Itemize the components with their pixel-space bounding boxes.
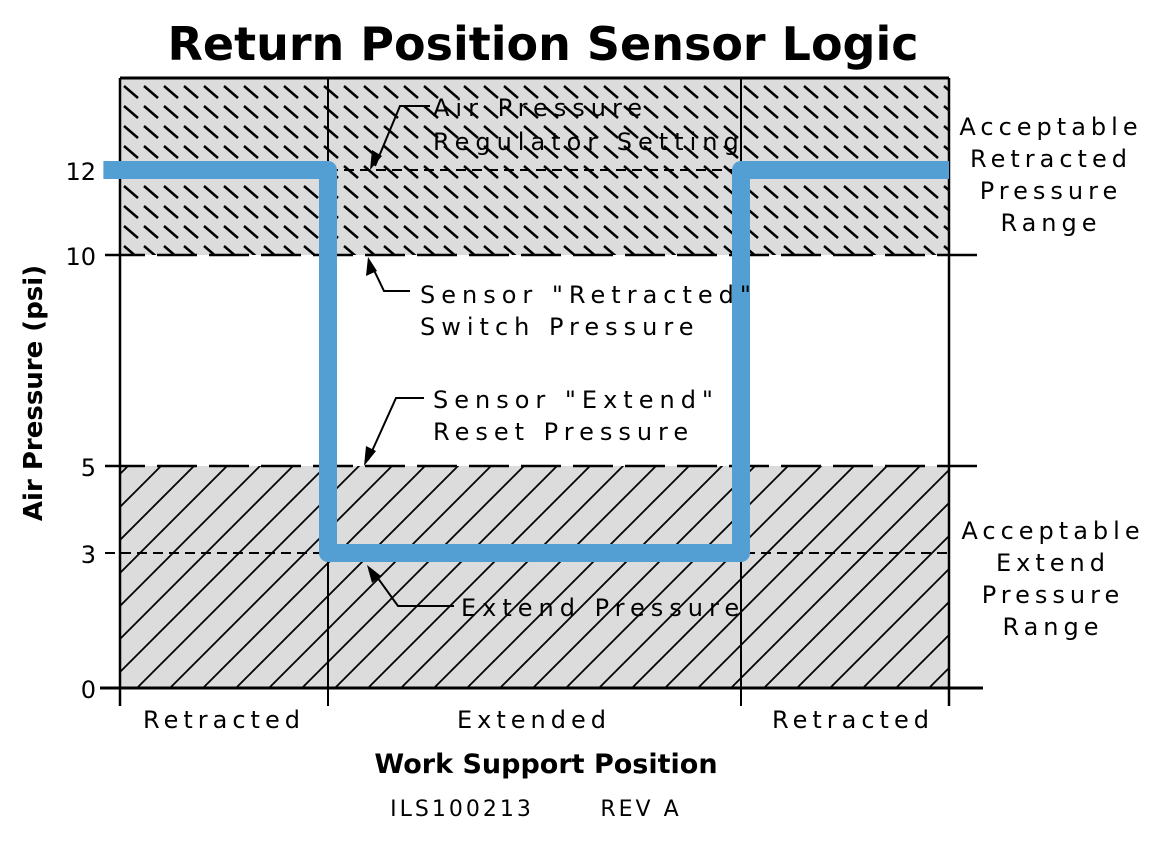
x-segment-extended: Extended: [457, 706, 611, 734]
y-axis-ticks: 12 10 5 3 0: [65, 158, 96, 704]
side-label-retracted-range: Acceptable Retracted Pressure Range: [959, 113, 1142, 237]
annotation-extend-reset-line1: Sensor "Extend": [433, 386, 719, 414]
x-segment-retracted-right: Retracted: [772, 706, 934, 734]
side-label-extend-line3: Pressure: [982, 581, 1124, 609]
annotation-extend-reset: Sensor "Extend" Reset Pressure: [364, 386, 719, 466]
y-tick-0: 0: [81, 676, 96, 704]
diagram-title: Return Position Sensor Logic: [167, 17, 918, 71]
annotation-extend-pressure-text: Extend Pressure: [461, 594, 745, 622]
x-axis-segments: Retracted Extended Retracted: [143, 706, 934, 734]
y-axis-label: Air Pressure (psi): [19, 265, 49, 521]
annotation-regulator-line1: Air Pressure: [433, 94, 648, 122]
annotation-retracted-switch-line1: Sensor "Retracted": [420, 281, 757, 309]
annotation-extend-pressure: Extend Pressure: [367, 565, 745, 622]
y-tick-5: 5: [81, 454, 96, 482]
x-axis-label: Work Support Position: [374, 749, 717, 780]
x-segment-retracted-left: Retracted: [143, 706, 305, 734]
annotation-retracted-switch: Sensor "Retracted" Switch Pressure: [366, 257, 757, 341]
side-label-extend-line1: Acceptable: [961, 517, 1144, 545]
annotation-regulator-line2: Regulator Setting: [433, 128, 745, 156]
side-label-extend-line2: Extend: [996, 549, 1110, 577]
side-label-retracted-line2: Retracted: [970, 145, 1132, 173]
y-tick-3: 3: [81, 541, 96, 569]
side-label-retracted-line1: Acceptable: [959, 113, 1142, 141]
revision-label: REV A: [600, 797, 681, 822]
pressure-trace: [103, 161, 949, 562]
side-label-extend-line4: Range: [1002, 613, 1103, 641]
annotation-extend-reset-line2: Reset Pressure: [433, 418, 694, 446]
extend-range-zone: [120, 466, 949, 688]
side-label-retracted-line4: Range: [1000, 209, 1101, 237]
drawing-number: ILS100213: [390, 797, 534, 822]
y-tick-12: 12: [65, 158, 96, 186]
side-label-retracted-line3: Pressure: [980, 177, 1122, 205]
annotation-retracted-switch-line2: Switch Pressure: [420, 313, 699, 341]
side-label-extend-range: Acceptable Extend Pressure Range: [961, 517, 1144, 641]
annotation-regulator: Air Pressure Regulator Setting: [370, 94, 745, 170]
y-tick-10: 10: [65, 243, 96, 271]
